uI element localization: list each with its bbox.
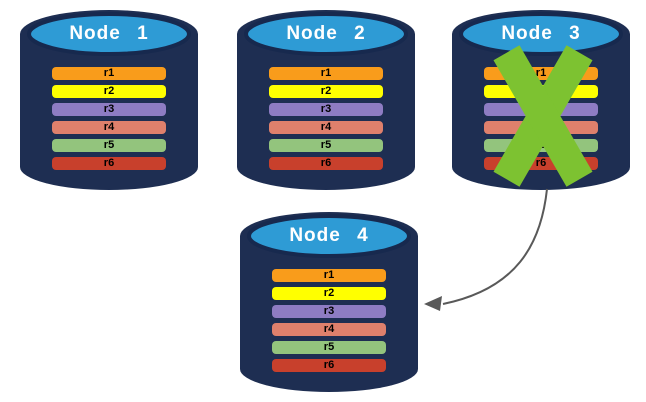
row-r3: r3 [272,305,386,318]
node-title: Node 3 [501,23,581,44]
row-r5: r5 [52,139,166,152]
row-r2: r2 [272,287,386,300]
row-list: r1 r2 r3 r4 r5 r6 [272,269,386,377]
row-label: r2 [535,85,547,97]
row-label: r5 [320,139,332,151]
row-label: r6 [320,157,332,169]
row-r4: r4 [272,323,386,336]
row-r3: r3 [484,103,598,116]
row-label: r6 [535,157,547,169]
row-label: r5 [535,139,547,151]
row-label: r1 [103,67,115,79]
row-label: r5 [103,139,115,151]
row-r5: r5 [269,139,383,152]
row-label: r6 [323,359,335,371]
arrowhead-icon [424,296,442,311]
cylinder-top-ellipse [244,12,408,56]
row-r6: r6 [52,157,166,170]
row-label: r1 [320,67,332,79]
node-title: Node 1 [69,23,149,44]
node-4: Node 4 r1 r2 r3 r4 r5 r6 [240,210,418,393]
row-r4: r4 [269,121,383,134]
row-label: r2 [323,287,335,299]
node-1: Node 1 r1 r2 r3 r4 r5 r6 [20,8,198,191]
row-r1: r1 [272,269,386,282]
row-label: r1 [535,67,547,79]
row-r6: r6 [484,157,598,170]
row-r1: r1 [269,67,383,80]
arrow-curve [442,188,548,305]
row-label: r2 [103,85,115,97]
row-r4: r4 [484,121,598,134]
row-r2: r2 [52,85,166,98]
row-r2: r2 [484,85,598,98]
node-title: Node 4 [289,225,369,246]
row-label: r3 [103,103,115,115]
cylinder-top-ellipse [27,12,191,56]
row-r6: r6 [272,359,386,372]
row-r3: r3 [52,103,166,116]
row-label: r6 [103,157,115,169]
row-r2: r2 [269,85,383,98]
row-r1: r1 [52,67,166,80]
row-r5: r5 [272,341,386,354]
row-label: r3 [535,103,547,115]
row-label: r4 [535,121,547,133]
row-label: r3 [323,305,335,317]
row-label: r4 [103,121,115,133]
row-r6: r6 [269,157,383,170]
row-r5: r5 [484,139,598,152]
row-label: r2 [320,85,332,97]
row-label: r1 [323,269,335,281]
row-list: r1 r2 r3 r4 r5 r6 [269,67,383,175]
row-label: r4 [323,323,335,335]
cylinder-top-ellipse [247,214,411,258]
row-label: r3 [320,103,332,115]
row-r3: r3 [269,103,383,116]
row-label: r5 [323,341,335,353]
node-title: Node 2 [286,23,366,44]
row-list: r1 r2 r3 r4 r5 r6 [484,67,598,175]
row-r4: r4 [52,121,166,134]
row-r1: r1 [484,67,598,80]
node-3: Node 3 r1 r2 r3 r4 r5 r6 [452,8,630,191]
row-label: r4 [320,121,332,133]
node-2: Node 2 r1 r2 r3 r4 r5 r6 [237,8,415,191]
row-list: r1 r2 r3 r4 r5 r6 [52,67,166,175]
